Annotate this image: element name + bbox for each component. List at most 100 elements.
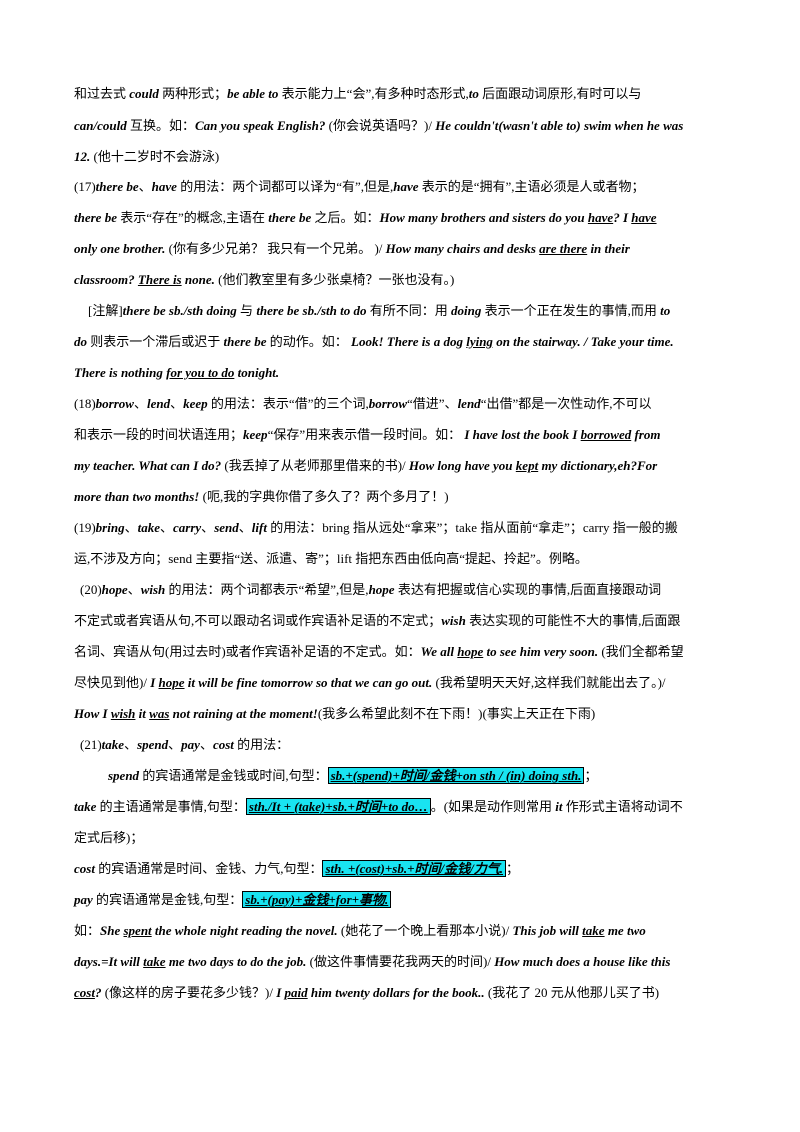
- text-line: 和过去式 could 两种形式；be able to 表示能力上“会”,有多种时…: [74, 84, 641, 104]
- text-run: ?: [94, 985, 102, 1000]
- text-run: tonight.: [234, 365, 280, 380]
- text-run: hope: [457, 644, 484, 659]
- text-run: 、: [170, 396, 184, 411]
- text-run: spent: [123, 923, 152, 938]
- text-run: bring: [95, 520, 125, 535]
- text-line: cost? (像这样的房子要花多少钱？)/ I paid him twenty …: [74, 983, 659, 1003]
- text-run: ；: [505, 861, 519, 876]
- text-run: (我花了 20 元从他那儿买了书): [484, 985, 660, 1000]
- text-run: take: [143, 954, 166, 969]
- text-line: 12. (他十二岁时不会游泳): [74, 147, 219, 167]
- text-run: have: [587, 210, 614, 225]
- text-run: to: [468, 86, 479, 101]
- text-run: (我们全都希望: [598, 644, 684, 659]
- text-run: (你有多少兄弟？ 我只有一个兄弟。 )/: [165, 241, 386, 256]
- text-run: wish: [441, 613, 466, 628]
- text-run: I have lost the book I: [464, 427, 581, 442]
- text-run: (我丢掉了从老师那里借来的书)/: [221, 458, 409, 473]
- text-run: 、: [159, 520, 173, 535]
- text-run: 互换。如：: [126, 118, 195, 133]
- highlighted-formula: sth. +(cost)+sb.+时间/金钱/力气.: [322, 860, 506, 877]
- text-run: 的宾语通常是金钱或时间,句型：: [139, 768, 328, 783]
- text-run: there be: [95, 179, 139, 194]
- text-run: doing: [450, 303, 482, 318]
- text-run: was: [149, 706, 170, 721]
- text-run: for you to do: [166, 365, 235, 380]
- text-run: on the stairway. / Take your time.: [492, 334, 674, 349]
- text-run: 的用法：: [233, 737, 290, 752]
- text-run: ? I: [613, 210, 632, 225]
- text-run: 后面跟动词原形,有时可以与: [478, 86, 642, 101]
- text-run: 表示一个正在发生的事情,而用: [481, 303, 661, 318]
- text-run: take: [582, 923, 605, 938]
- text-run: 、: [201, 520, 215, 535]
- text-run: “出借”都是一次性动作,不可以: [480, 396, 652, 411]
- text-line: 运,不涉及方向；send 主要指“送、派遣、寄”；lift 指把东西由低向高“提…: [74, 549, 588, 569]
- text-run: to see him very soon.: [483, 644, 599, 659]
- text-run: my teacher. What can I do?: [74, 458, 222, 473]
- text-run: 、: [133, 396, 147, 411]
- text-run: paid: [284, 985, 308, 1000]
- text-line: (17)there be、have 的用法：两个词都可以译为“有”,但是,hav…: [74, 177, 645, 197]
- text-run: more than two months!: [74, 489, 200, 504]
- text-run: 的用法：bring 指从远处“拿来”；take 指从面前“拿走”；carry 指…: [266, 520, 678, 535]
- text-run: could: [129, 86, 159, 101]
- text-run: 如：: [74, 923, 101, 938]
- text-run: wish: [140, 582, 166, 597]
- text-run: the whole night reading the novel.: [151, 923, 338, 938]
- text-run: lend: [457, 396, 481, 411]
- text-run: 、: [127, 582, 141, 597]
- text-run: How many chairs and desks: [385, 241, 540, 256]
- text-line: cost 的宾语通常是时间、金钱、力气,句型：sth. +(cost)+sb.+…: [74, 859, 519, 879]
- text-line: 定式后移)；: [74, 828, 143, 848]
- text-run: cost: [212, 737, 234, 752]
- text-run: (你会说英语吗？)/: [325, 118, 436, 133]
- text-run: 则表示一个滞后或迟于: [87, 334, 224, 349]
- text-run: ；: [584, 768, 598, 783]
- text-run: 不定式或者宾语从句,不可以跟动名词或作宾语补足语的不定式；: [74, 613, 442, 628]
- text-line: How I wish it was not raining at the mom…: [74, 704, 595, 724]
- text-run: 、: [168, 737, 182, 752]
- text-line: There is nothing for you to do tonight.: [74, 363, 279, 383]
- text-run: hope: [158, 675, 185, 690]
- text-line: days.=It will take me two days to do the…: [74, 952, 670, 972]
- text-run: 表示能力上“会”,有多种时态形式,: [278, 86, 469, 101]
- text-run: cost: [74, 861, 95, 876]
- text-run: This job will: [512, 923, 583, 938]
- text-run: my dictionary,eh?For: [538, 458, 658, 473]
- text-run: him twenty dollars for the book..: [307, 985, 485, 1000]
- text-run: (呃,我的字典你借了多久了？两个多月了！): [199, 489, 449, 504]
- text-run: 和表示一段的时间状语连用；: [74, 427, 244, 442]
- text-line: my teacher. What can I do? (我丢掉了从老师那里借来的…: [74, 456, 657, 476]
- text-run: are there: [539, 241, 588, 256]
- text-run: 定式后移)；: [74, 830, 144, 845]
- text-run: lift: [251, 520, 267, 535]
- text-run: kept: [515, 458, 539, 473]
- text-run: days.=It will: [74, 954, 144, 969]
- text-line: spend 的宾语通常是金钱或时间,句型：sb.+(spend)+时间/金钱+o…: [108, 766, 597, 786]
- text-run: (他们教室里有多少张桌椅？一张也没有。): [214, 272, 455, 287]
- text-run: 名词、宾语从句(用过去时)或者作宾语补足语的不定式。如：: [74, 644, 421, 659]
- text-run: there be: [223, 334, 267, 349]
- text-run: 的用法：两个词都可以译为“有”,但是,: [176, 179, 394, 194]
- text-run: (做这件事情要花我两天的时间)/: [306, 954, 495, 969]
- text-run: take: [137, 520, 160, 535]
- text-run: wish: [110, 706, 136, 721]
- text-run: 的主语通常是事情,句型：: [96, 799, 246, 814]
- text-run: borrow: [95, 396, 134, 411]
- text-line: (19)bring、take、carry、send、lift 的用法：bring…: [74, 518, 678, 538]
- text-run: cost: [74, 985, 95, 1000]
- text-run: 和过去式: [74, 86, 130, 101]
- text-run: from: [631, 427, 661, 442]
- text-run: be able to: [227, 86, 279, 101]
- text-run: pay: [181, 737, 200, 752]
- text-run: 表达实现的可能性不大的事情,后面跟: [465, 613, 681, 628]
- text-run: 有所不同：用: [366, 303, 451, 318]
- text-line: (20)hope、wish 的用法：两个词都表示“希望”,但是,hope 表达有…: [80, 580, 661, 600]
- text-run: 表示“存在”的概念,主语在: [116, 210, 269, 225]
- text-run: “保存”用来表示借一段时间。如：: [267, 427, 465, 442]
- text-line: [注解]there be sb./sth doing 与 there be sb…: [88, 301, 670, 321]
- text-run: in their: [587, 241, 630, 256]
- text-run: have: [393, 179, 419, 194]
- text-run: She: [100, 923, 124, 938]
